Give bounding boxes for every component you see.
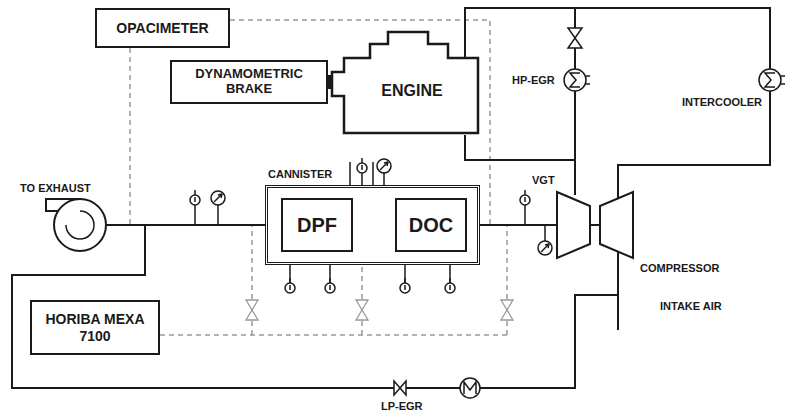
lp-egr-valve <box>394 381 406 395</box>
filter-box: DPF <box>281 198 353 252</box>
brake-box: DYNAMOMETRIC BRAKE <box>170 60 328 104</box>
sensors <box>190 158 552 293</box>
turbocharger <box>557 192 633 258</box>
node-label: DPF <box>297 214 337 237</box>
sampling-valves <box>246 300 513 320</box>
coolers <box>460 69 785 398</box>
instrument-box: OPACIMETER <box>95 8 230 48</box>
compressor-label: COMPRESSOR <box>640 262 719 274</box>
turbine-label: VGT <box>532 174 555 186</box>
engine-shape: ENGINE <box>330 30 480 135</box>
exhaust-fan <box>46 199 106 251</box>
exhaust-pipes <box>12 8 770 388</box>
node-label: DOC <box>409 214 453 237</box>
node-label: ENGINE <box>348 82 476 100</box>
node-label: CANNISTER <box>268 168 332 181</box>
egr-label: LP-EGR <box>381 400 423 412</box>
node-label: HORIBA MEXA 7100 <box>45 311 145 343</box>
analyzer-box: HORIBA MEXA 7100 <box>30 300 160 355</box>
egr-label: HP-EGR <box>512 74 555 86</box>
cooler-label: INTERCOOLER <box>682 96 762 108</box>
outlet-label: TO EXHAUST <box>20 182 91 194</box>
node-label: OPACIMETER <box>116 20 208 36</box>
sensor-stems <box>195 162 545 283</box>
catalyst-box: DOC <box>395 198 467 252</box>
intake-label: INTAKE AIR <box>660 300 722 312</box>
sampling-lines <box>130 20 507 335</box>
hp-egr-valve <box>568 28 582 48</box>
node-label: DYNAMOMETRIC BRAKE <box>172 67 326 97</box>
canister-box: CANNISTERDPFDOC <box>265 185 480 265</box>
